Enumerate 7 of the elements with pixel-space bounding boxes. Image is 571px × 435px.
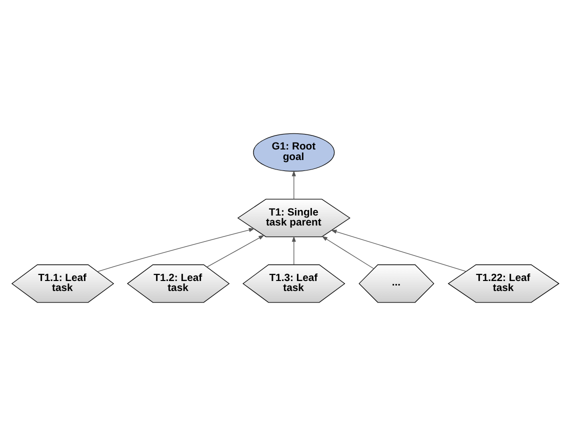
arrow [292,235,296,264]
arrow [206,234,264,267]
arrow [330,229,466,272]
arrow [97,227,255,272]
arrow [322,236,374,268]
arrow [292,170,296,199]
node-ellipse: G1: Root goal [253,132,335,172]
